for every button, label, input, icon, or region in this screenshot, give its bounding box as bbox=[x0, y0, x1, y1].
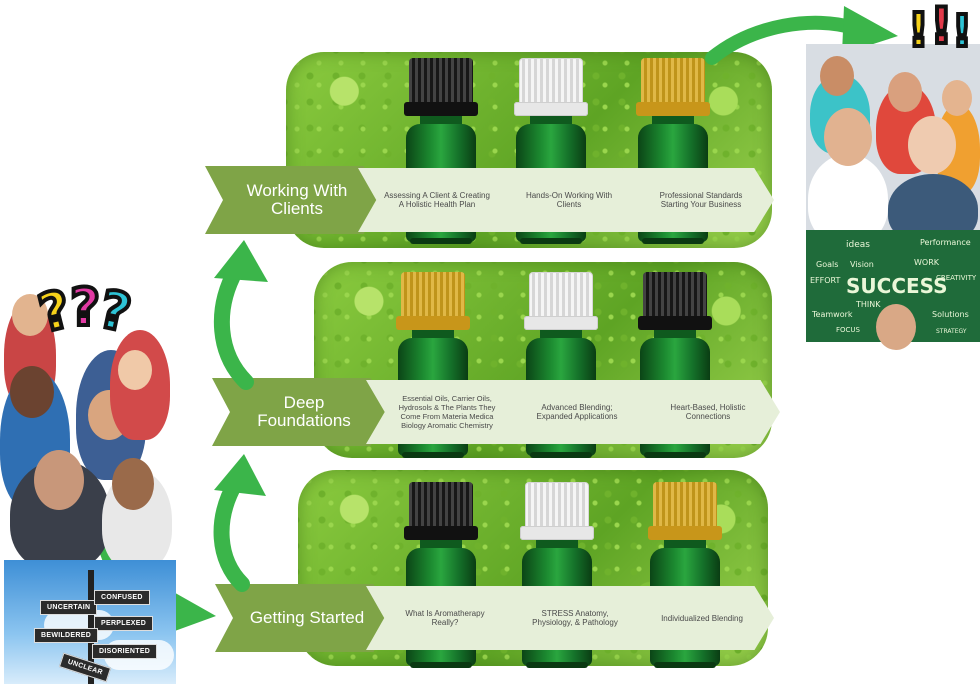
arrow-up-to-working-with-clients bbox=[213, 240, 268, 390]
bottle-cap-ring bbox=[396, 316, 470, 330]
bottle-base bbox=[410, 662, 472, 668]
sign-disoriented: DISORIENTED bbox=[92, 644, 158, 659]
step-essential-oils: Essential Oils, Carrier Oils, Hydrosols … bbox=[366, 380, 522, 444]
board-word-solutions: Solutions bbox=[932, 310, 969, 319]
exclamation-mark-1: ! bbox=[906, 2, 931, 58]
step-advanced-blending: Advanced Blending; Expanded Applications bbox=[498, 380, 650, 444]
board-word-strategy: STRATEGY bbox=[936, 328, 967, 335]
board-word-performance: Performance bbox=[920, 238, 971, 247]
step-individualized-blending: Individualized Blending bbox=[624, 586, 774, 650]
bottle-neck bbox=[540, 330, 582, 340]
board-word-work: WORK bbox=[914, 258, 940, 267]
bottle-neck bbox=[420, 116, 462, 126]
bottle-cap bbox=[401, 272, 465, 318]
sign-bewildered: BEWILDERED bbox=[34, 628, 99, 643]
bottle-cap-ring bbox=[524, 316, 598, 330]
board-word-think: THINK bbox=[856, 300, 881, 309]
bottle-base bbox=[410, 238, 472, 244]
board-word-ideas: ideas bbox=[846, 240, 870, 250]
bottle-cap-ring bbox=[514, 102, 588, 116]
bottle-cap bbox=[653, 482, 717, 528]
arrow-to-success bbox=[705, 6, 898, 65]
success-chalkboard: Goals ideas Vision Performance WORK EFFO… bbox=[806, 230, 980, 350]
bottle-cap-ring bbox=[404, 102, 478, 116]
bottle-cap-ring bbox=[636, 102, 710, 116]
board-word-goals: Goals bbox=[816, 260, 839, 269]
board-word-focus: FOCUS bbox=[836, 326, 860, 334]
bottle-cap bbox=[641, 58, 705, 104]
bottle-cap bbox=[643, 272, 707, 318]
step-heart-based-connections: Heart-Based, Holistic Connections bbox=[630, 380, 780, 444]
exclamation-mark-2: ! bbox=[928, 0, 955, 55]
arrow-up-to-deep-foundations bbox=[213, 454, 266, 592]
board-word-creativity: CREATIVITY bbox=[936, 274, 977, 282]
step-what-is-aromatherapy: What Is Aromatherapy Really? bbox=[366, 586, 518, 650]
sign-perplexed: PERPLEXED bbox=[94, 616, 154, 631]
tier-title-deep-foundations: Deep Foundations bbox=[212, 378, 392, 446]
bottle-neck bbox=[652, 116, 694, 126]
step-hands-on-working: Hands-On Working With Clients bbox=[490, 168, 642, 232]
bottle-base bbox=[520, 238, 582, 244]
bottle-cap bbox=[519, 58, 583, 104]
bottle-cap bbox=[525, 482, 589, 528]
bottle-base bbox=[644, 452, 706, 458]
bottle-base bbox=[654, 662, 716, 668]
bottle-cap-ring bbox=[648, 526, 722, 540]
exclamation-mark-3: ! bbox=[950, 4, 974, 59]
sign-uncertain: UNCERTAIN bbox=[40, 600, 98, 615]
bottle-cap bbox=[529, 272, 593, 318]
signpost-photo: UNCERTAIN CONFUSED PERPLEXED BEWILDERED … bbox=[4, 560, 176, 684]
happy-people-photo bbox=[806, 44, 980, 230]
bottle-base bbox=[530, 452, 592, 458]
confused-people-photo bbox=[0, 290, 185, 560]
bottle-base bbox=[642, 238, 704, 244]
bottle-neck bbox=[412, 330, 454, 340]
bottle-base bbox=[402, 452, 464, 458]
bottle-cap-ring bbox=[404, 526, 478, 540]
step-assessing-a-client: Assessing A Client & Creating A Holistic… bbox=[358, 168, 510, 232]
tier-title-working-with-clients: Working With Clients bbox=[205, 166, 385, 234]
board-word-teamwork: Teamwork bbox=[812, 310, 853, 319]
board-word-vision: Vision bbox=[850, 260, 874, 269]
step-stress-anatomy: STRESS Anatomy, Physiology, & Pathology bbox=[496, 586, 648, 650]
bottle-base bbox=[526, 662, 588, 668]
bottle-cap-ring bbox=[638, 316, 712, 330]
bottle-cap-ring bbox=[520, 526, 594, 540]
bottle-cap bbox=[409, 58, 473, 104]
bottle-neck bbox=[654, 330, 696, 340]
bottle-neck bbox=[530, 116, 572, 126]
question-mark-2: ? bbox=[68, 278, 102, 338]
bottle-neck bbox=[664, 540, 706, 550]
tier-title-getting-started: Getting Started bbox=[215, 584, 395, 652]
board-word-success: SUCCESS bbox=[846, 274, 948, 298]
sign-confused: CONFUSED bbox=[94, 590, 150, 605]
bottle-neck bbox=[420, 540, 462, 550]
step-professional-standards: Professional Standards Starting Your Bus… bbox=[622, 168, 774, 232]
board-word-effort: EFFORT bbox=[810, 276, 841, 285]
bottle-cap bbox=[409, 482, 473, 528]
bottle-neck bbox=[536, 540, 578, 550]
